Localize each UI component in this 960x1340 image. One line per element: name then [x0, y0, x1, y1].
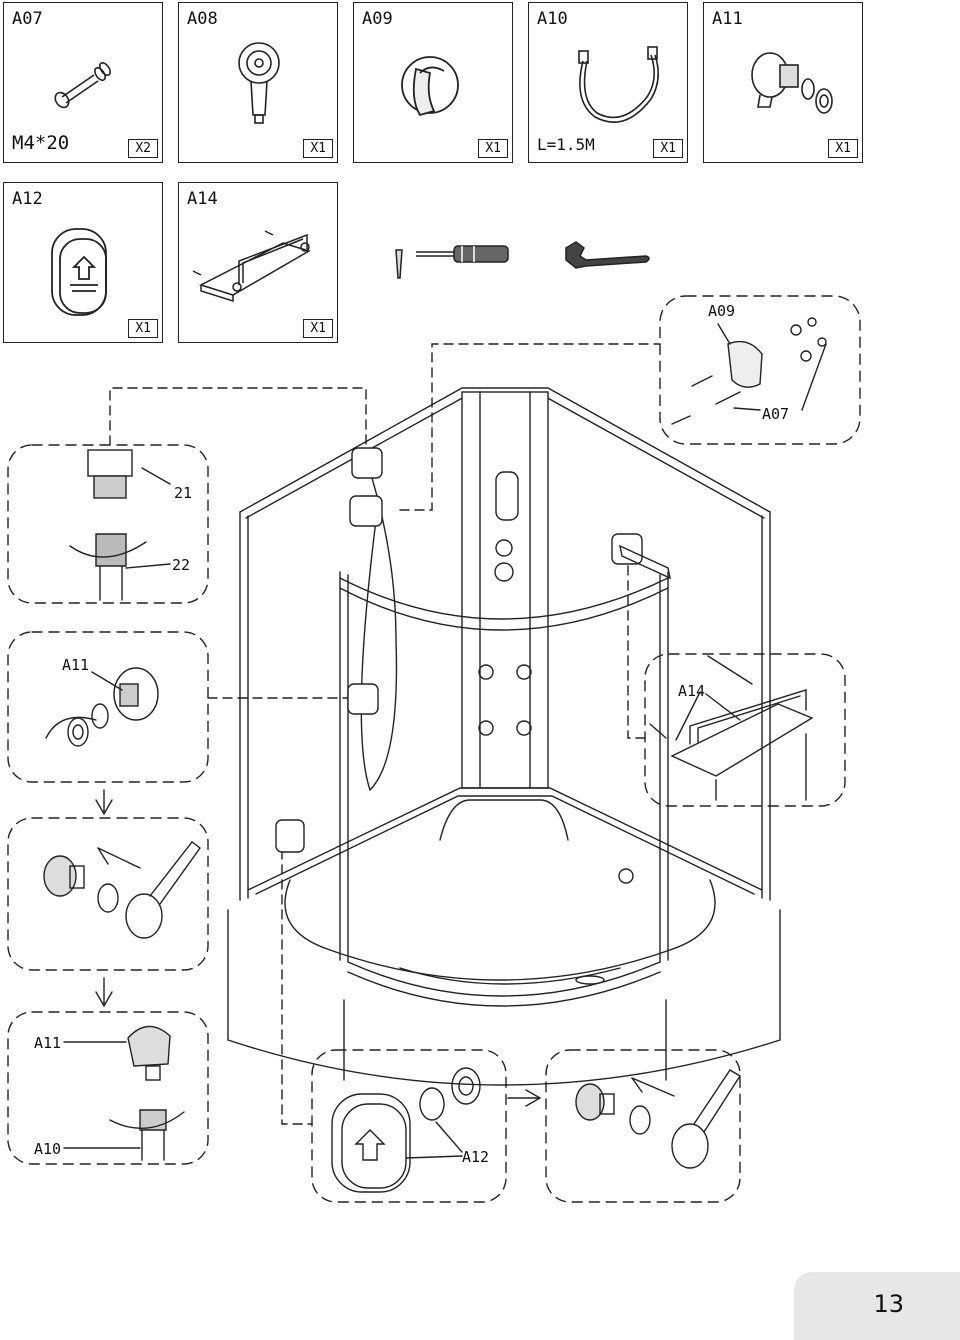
- quantity-badge: X1: [653, 139, 683, 158]
- part-box-a09: A09 X1: [353, 2, 513, 163]
- detail-hose-connection: [69, 449, 171, 601]
- wall-outlet-elbow-icon: [751, 52, 833, 114]
- detail-cover-cap: [331, 1067, 481, 1193]
- quantity-badge: X1: [303, 139, 333, 158]
- quantity-badge: X1: [478, 139, 508, 158]
- part-code: A11: [712, 9, 743, 29]
- part-box-a11: A11 X1: [703, 2, 863, 163]
- callout-a11-bottom: A11: [34, 1034, 62, 1052]
- callout-22: 22: [172, 556, 191, 574]
- part-box-a12: A12 X1: [3, 182, 163, 343]
- part-code: A12: [12, 189, 43, 209]
- callout-a12: A12: [462, 1148, 490, 1166]
- part-spec: L=1.5M: [537, 135, 595, 154]
- screw-with-washers-icon: [54, 62, 111, 109]
- shower-hose-icon: [578, 46, 659, 123]
- part-code: A08: [187, 9, 218, 29]
- quantity-badge: X1: [128, 319, 158, 338]
- part-code: A10: [537, 9, 568, 29]
- detail-holder-mount: [671, 317, 827, 425]
- part-box-a14: A14 X1: [178, 182, 338, 343]
- part-box-a07: A07 M4*20 X2: [3, 2, 163, 163]
- callout-a14: A14: [678, 682, 706, 700]
- callout-21: 21: [174, 484, 193, 502]
- screwdriver-icon: [395, 245, 509, 279]
- shower-enclosure: [227, 387, 781, 1086]
- flow-arrows: [95, 789, 542, 1107]
- detail-towel-rack: [649, 655, 814, 801]
- detail-wall-outlet: [45, 667, 159, 747]
- control-panel: [495, 471, 519, 521]
- shower-holder-icon: [401, 56, 459, 117]
- detail-install-elbow: [43, 841, 201, 939]
- detail-final-elbow: [575, 1069, 741, 1169]
- part-box-a10: A10 L=1.5M X1: [528, 2, 688, 163]
- callout-a07: A07: [762, 405, 790, 423]
- quantity-badge: X2: [128, 139, 158, 158]
- quantity-badge: X1: [828, 139, 858, 158]
- part-box-a08: A08 X1: [178, 2, 338, 163]
- quantity-badge: X1: [303, 319, 333, 338]
- part-code: A07: [12, 9, 43, 29]
- detail-callout-boxes: [7, 295, 861, 1203]
- page-number: 13: [873, 1290, 904, 1318]
- callout-a09: A09: [708, 302, 736, 320]
- part-spec: M4*20: [12, 132, 70, 154]
- towel-rack-icon: [192, 230, 311, 303]
- leader-lines: [109, 343, 661, 1125]
- detail-hose-attach: [63, 1025, 185, 1161]
- adjustable-wrench-icon: [565, 241, 650, 269]
- part-code: A14: [187, 189, 218, 209]
- callout-a11-top: A11: [62, 656, 90, 674]
- hand-shower-icon: [238, 42, 280, 124]
- callout-a10: A10: [34, 1140, 62, 1158]
- part-code: A09: [362, 9, 393, 29]
- cover-cap-icon: [51, 228, 107, 316]
- page-number-tab: 13: [794, 1272, 960, 1340]
